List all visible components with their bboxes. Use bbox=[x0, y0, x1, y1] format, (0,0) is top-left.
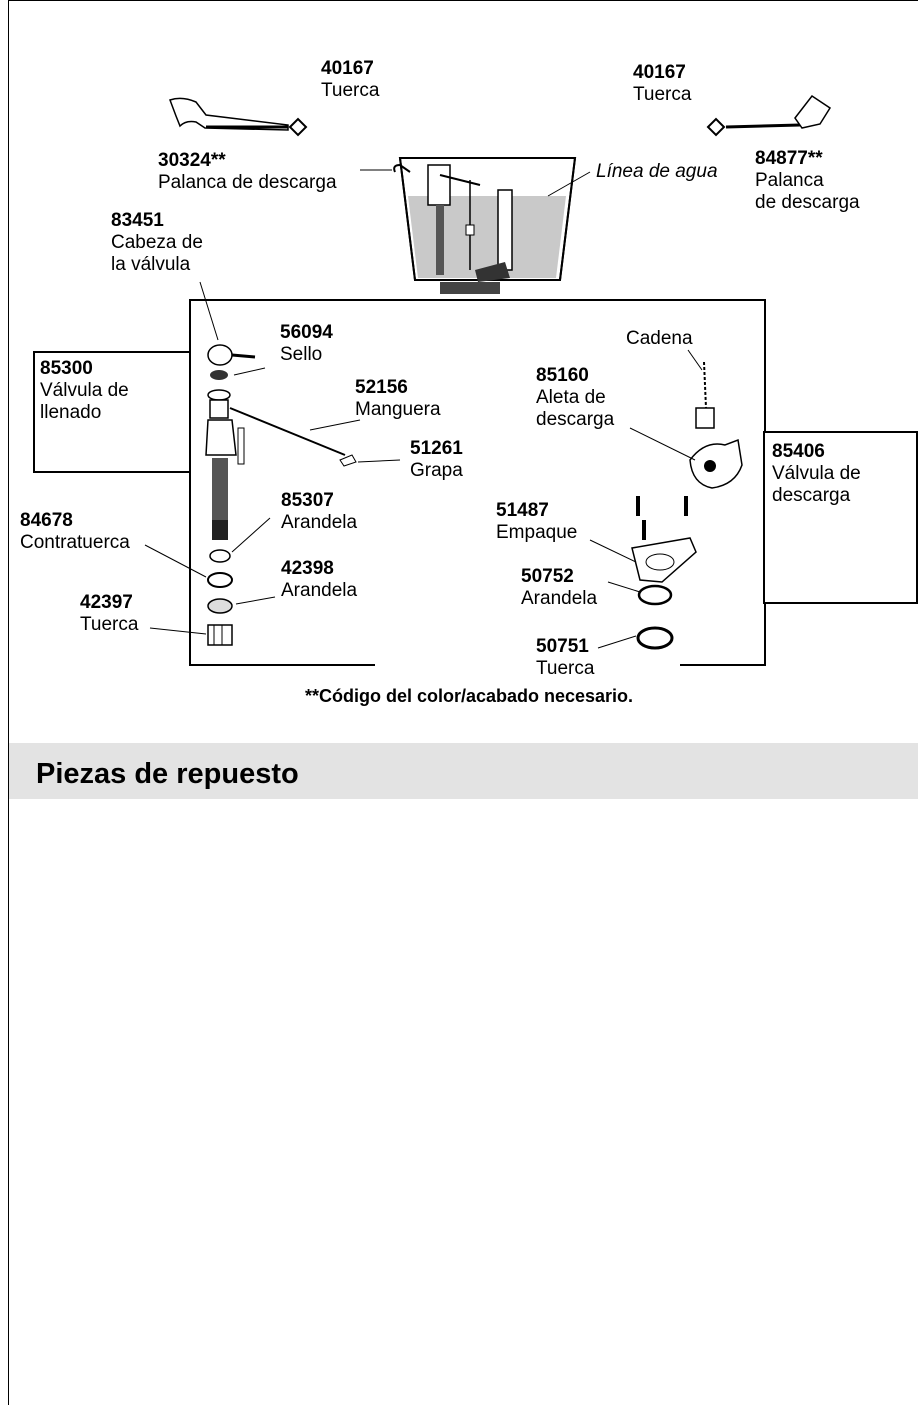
flush-lever-left bbox=[169, 97, 308, 137]
part-code: 50751 bbox=[536, 636, 589, 657]
part-name: Sello bbox=[280, 344, 323, 365]
part-name: Tuerca bbox=[536, 658, 595, 679]
part-code: 30324** bbox=[158, 150, 226, 171]
parts-diagram bbox=[144, 94, 832, 666]
part-name: Válvula de bbox=[40, 380, 129, 401]
part-name: Tuerca bbox=[633, 84, 692, 105]
part-name: Tuerca bbox=[80, 614, 139, 635]
part-name: Manguera bbox=[355, 399, 441, 420]
part-name: Cadena bbox=[626, 328, 693, 349]
section-header-band bbox=[9, 743, 918, 799]
part-name: Aleta de bbox=[536, 387, 606, 408]
diagram-frame bbox=[189, 299, 766, 666]
part-code: 51261 bbox=[410, 438, 463, 459]
label-flush-valve: 85406 Válvula de descarga bbox=[772, 441, 861, 507]
part-name: Arandela bbox=[281, 512, 358, 533]
flush-valve-components bbox=[631, 496, 697, 650]
fill-valve-box bbox=[33, 351, 191, 473]
part-name: Contratuerca bbox=[20, 532, 130, 553]
part-code: 50752 bbox=[521, 566, 574, 587]
part-name: Tuerca bbox=[321, 80, 380, 101]
part-code: 42398 bbox=[281, 558, 334, 579]
section-title: Piezas de repuesto bbox=[36, 758, 299, 790]
label-clip: 51261 Grapa bbox=[410, 438, 463, 482]
part-code: 40167 bbox=[321, 58, 374, 79]
label-water-line: Línea de agua bbox=[596, 161, 718, 183]
label-lever-left: 30324** Palanca de descarga bbox=[158, 150, 337, 194]
label-chain: Cadena bbox=[626, 328, 693, 350]
part-name: Palanca de descarga bbox=[158, 172, 337, 193]
part-name: llenado bbox=[40, 402, 102, 423]
flapper-assembly bbox=[689, 361, 743, 489]
label-nut-42397: 42397 Tuerca bbox=[80, 592, 138, 636]
part-code: 84877** bbox=[755, 148, 823, 169]
part-name: Arandela bbox=[281, 580, 358, 601]
fill-valve-assembly bbox=[205, 344, 357, 646]
part-code: 56094 bbox=[280, 322, 333, 343]
label-washer-85307: 85307 Arandela bbox=[281, 490, 357, 534]
label-hose: 52156 Manguera bbox=[355, 377, 441, 421]
part-code: 51487 bbox=[496, 500, 549, 521]
label-lever-right: 84877** Palanca de descarga bbox=[755, 148, 860, 214]
label-locknut: 84678 Contratuerca bbox=[20, 510, 130, 554]
part-code: 85307 bbox=[281, 490, 334, 511]
label-washer-50752: 50752 Arandela bbox=[521, 566, 597, 610]
part-name: Arandela bbox=[521, 588, 598, 609]
label-seal: 56094 Sello bbox=[280, 322, 333, 366]
part-name: Empaque bbox=[496, 522, 578, 543]
flush-valve-box bbox=[763, 431, 918, 604]
label-valve-head: 83451 Cabeza de la válvula bbox=[111, 210, 203, 276]
part-name: Cabeza de bbox=[111, 232, 203, 253]
part-name: Palanca bbox=[755, 170, 824, 191]
label-fill-valve: 85300 Válvula de llenado bbox=[40, 358, 129, 424]
part-name: Grapa bbox=[410, 460, 463, 481]
part-code: 84678 bbox=[20, 510, 73, 531]
part-code: 42397 bbox=[80, 592, 133, 613]
part-name: la válvula bbox=[111, 254, 191, 275]
leader-lines bbox=[144, 169, 703, 649]
label-nut-left: 40167 Tuerca bbox=[321, 58, 379, 102]
part-code: 85300 bbox=[40, 358, 93, 379]
tank-illustration bbox=[393, 157, 577, 294]
label-gasket: 51487 Empaque bbox=[496, 500, 577, 544]
part-name: de descarga bbox=[755, 192, 860, 213]
part-code: 85406 bbox=[772, 441, 825, 462]
label-washer-42398: 42398 Arandela bbox=[281, 558, 357, 602]
part-code: 85160 bbox=[536, 365, 589, 386]
footnote: **Código del color/acabado necesario. bbox=[0, 686, 918, 707]
part-name: Válvula de bbox=[772, 463, 861, 484]
page-border bbox=[8, 0, 918, 1405]
water-line-text: Línea de agua bbox=[596, 161, 718, 182]
label-nut-50751: 50751 Tuerca bbox=[536, 636, 594, 680]
flush-lever-right bbox=[706, 94, 832, 137]
part-name: descarga bbox=[536, 409, 615, 430]
label-flapper: 85160 Aleta de descarga bbox=[536, 365, 614, 431]
footnote-text: **Código del color/acabado necesario. bbox=[304, 686, 634, 706]
label-nut-right: 40167 Tuerca bbox=[633, 62, 691, 106]
part-code: 40167 bbox=[633, 62, 686, 83]
part-name: descarga bbox=[772, 485, 851, 506]
part-code: 52156 bbox=[355, 377, 408, 398]
part-code: 83451 bbox=[111, 210, 164, 231]
